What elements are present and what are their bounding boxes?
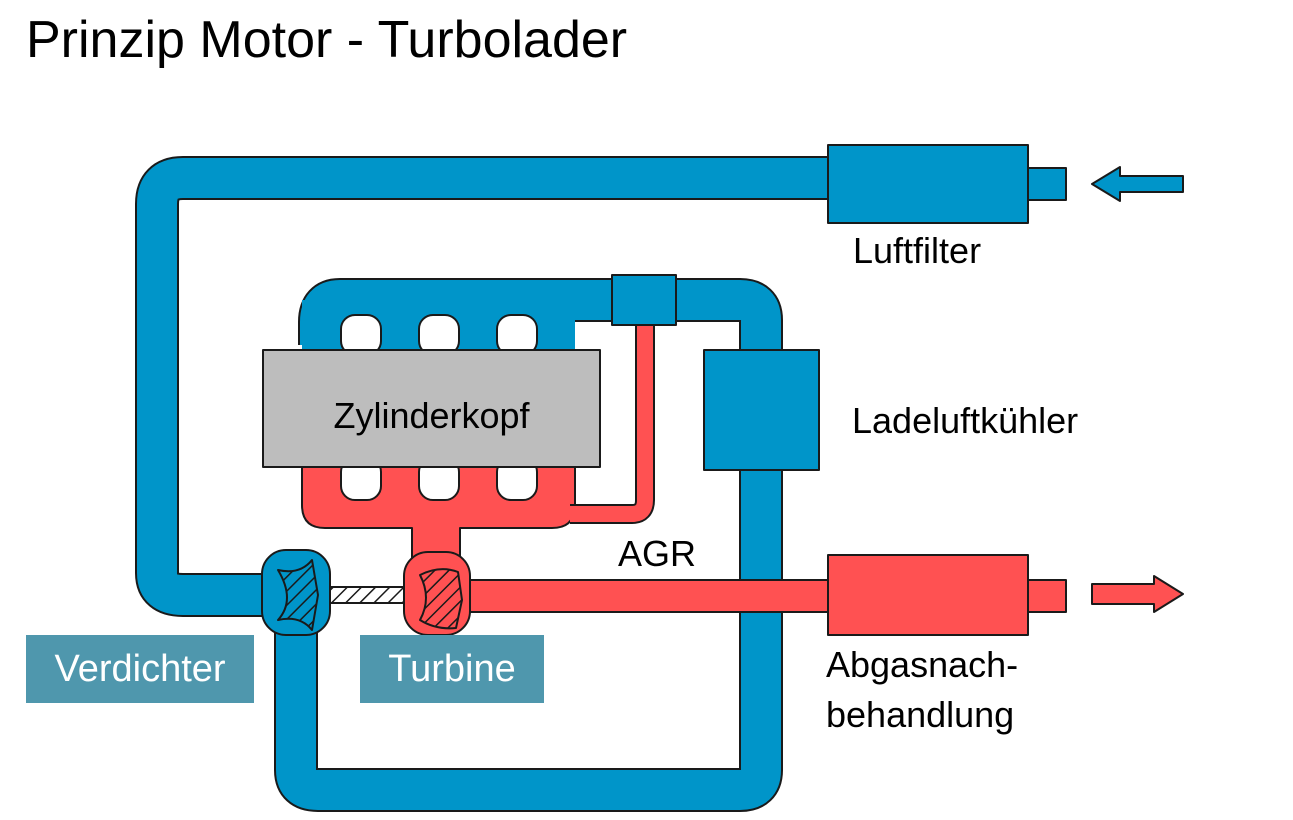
ladeluftkuehler-label: Ladeluftkühler [852, 400, 1079, 441]
verdichter-badge: Verdichter [26, 635, 254, 703]
abgas-label-line1: Abgasnach- [826, 644, 1019, 685]
abgas-label-line2: behandlung [826, 694, 1015, 735]
abgasnachbehandlung-box [827, 554, 1029, 636]
exhaust-pipe [459, 579, 831, 613]
zylinderkopf-label: Zylinderkopf [333, 395, 530, 436]
luftfilter-box [827, 144, 1029, 224]
agr-valve [611, 274, 677, 326]
luftfilter-label: Luftfilter [853, 230, 982, 271]
turbine-wheel [419, 568, 463, 630]
turbo-shaft [321, 586, 413, 604]
compressor-wheel [277, 559, 319, 631]
exhaust-out-arrow [1091, 575, 1184, 613]
ladeluftkuehler-box [703, 349, 820, 471]
zylinderkopf-box [262, 349, 601, 468]
page-title: Prinzip Motor - Turbolader [26, 11, 628, 69]
air-in-arrow [1091, 166, 1184, 202]
agr-label: AGR [618, 533, 697, 574]
turbine-badge: Turbine [360, 635, 544, 703]
